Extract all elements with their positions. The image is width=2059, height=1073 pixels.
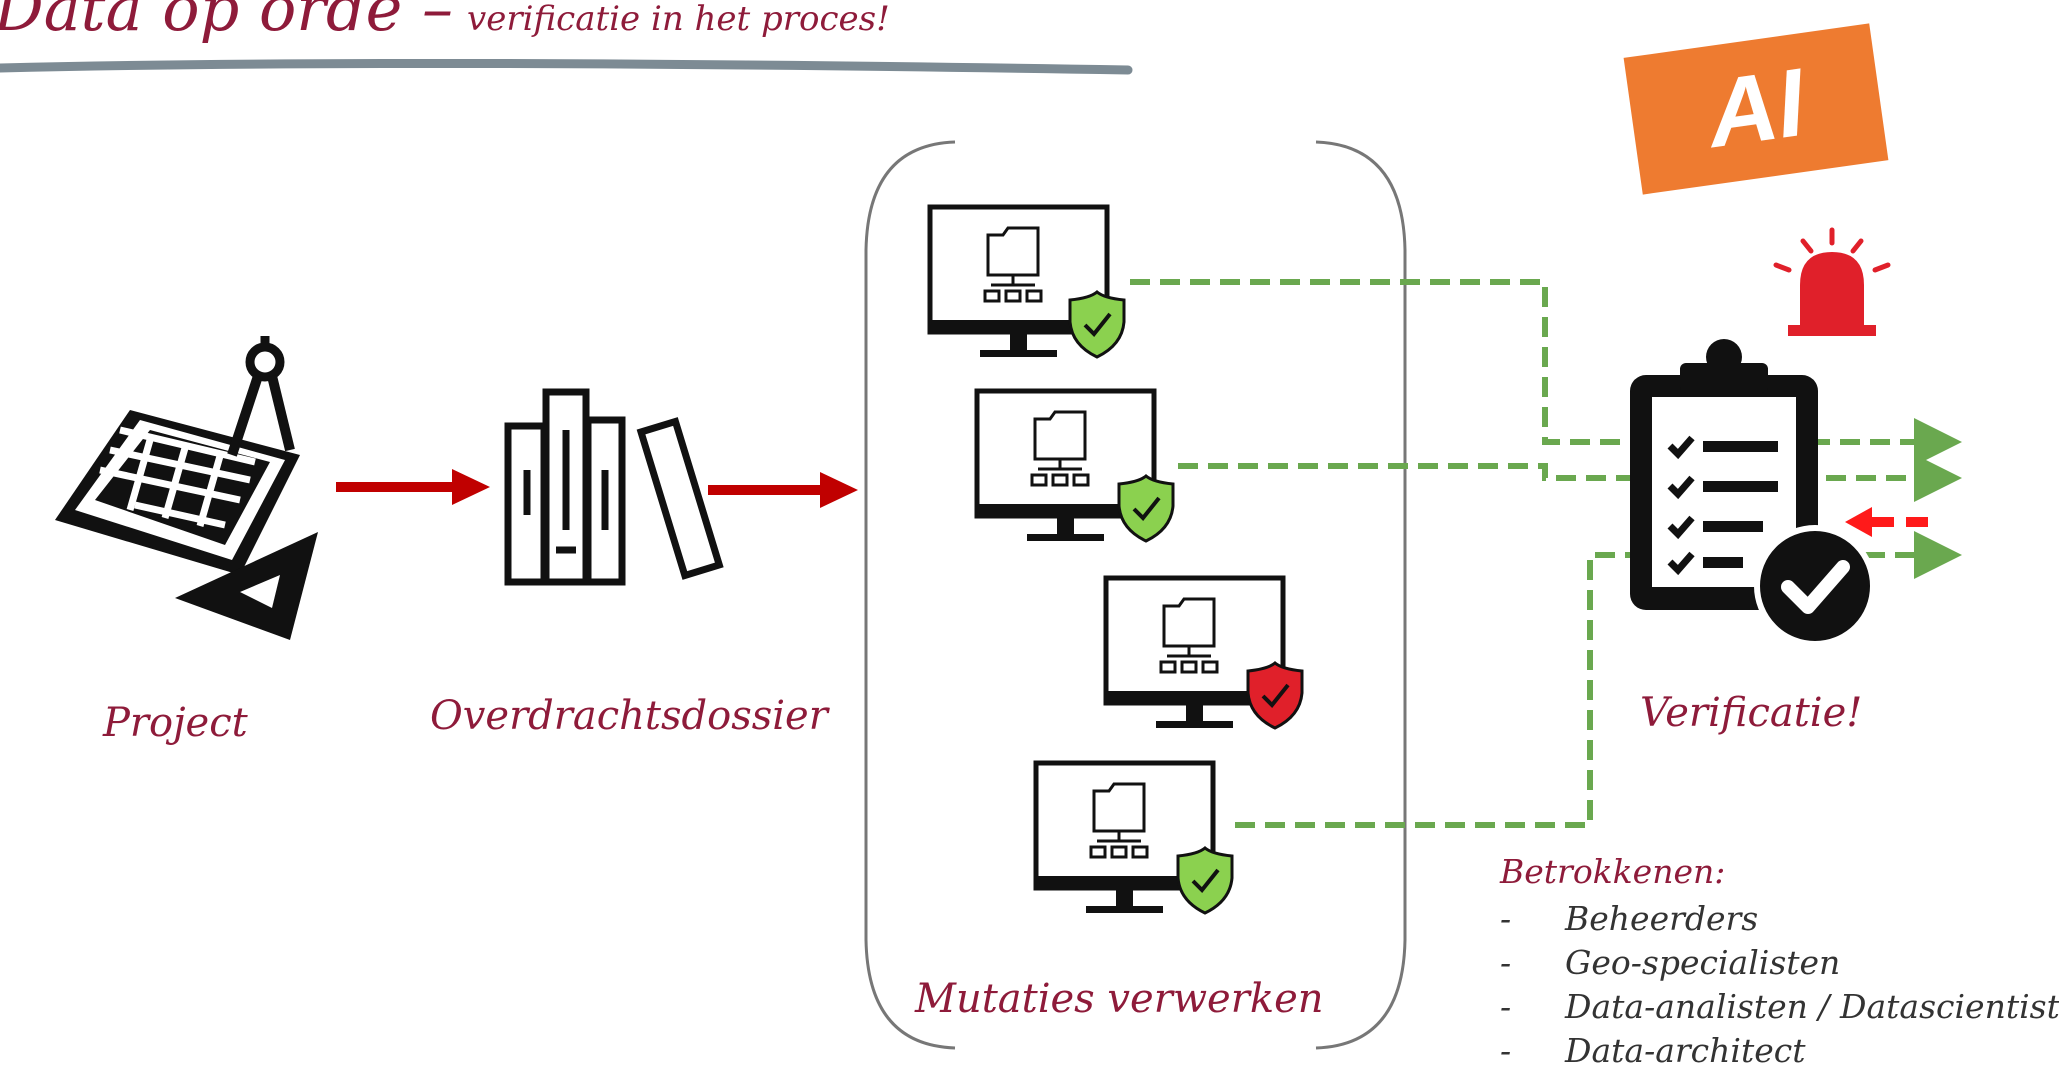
stakeholder-item: Data-analisten / Datascientist [1500, 985, 2059, 1029]
flow-arrow-2-head [820, 472, 858, 508]
mutations-bracket [864, 140, 1407, 1050]
flow-arrow-1-head [452, 469, 490, 505]
shield-check-icon [1176, 846, 1234, 915]
shield-check-icon-alert [1246, 661, 1304, 730]
title-underline [0, 58, 1133, 75]
stakeholders-heading: Betrokkenen: [1500, 852, 1726, 891]
page-title: Data op orde –verificatie in het proces! [0, 0, 890, 40]
dashed-connector-4 [1235, 531, 1962, 828]
computer-icon [927, 204, 1110, 357]
label-verificatie: Verificatie! [1640, 690, 1863, 736]
dashed-connector-1 [1130, 279, 1962, 466]
alarm-light-icon [1773, 227, 1891, 336]
label-dossier: Overdrachtsdossier [430, 693, 828, 739]
dashed-connector-2 [1178, 454, 1962, 502]
shield-check-icon [1068, 290, 1126, 359]
books-icon [504, 388, 724, 586]
stakeholder-item: Geo-specialisten [1500, 941, 2059, 985]
stakeholder-item: Data-architect [1500, 1029, 2059, 1073]
clipboard-check-icon [1630, 339, 1876, 647]
shield-check-icon [1117, 474, 1175, 543]
title-main: Data op orde – [0, 0, 454, 45]
red-dashed-return-arrow [1845, 507, 1932, 537]
stakeholders-list: Betrokkenen: Beheerders Geo-specialisten… [1500, 852, 2059, 1073]
blueprint-icon [55, 336, 318, 640]
label-project: Project [103, 700, 248, 746]
label-mutaties: Mutaties verwerken [915, 976, 1324, 1022]
title-sub: verificatie in het proces! [467, 0, 890, 39]
ai-badge-text: AI [1700, 48, 1811, 169]
stakeholder-item: Beheerders [1500, 897, 2059, 941]
